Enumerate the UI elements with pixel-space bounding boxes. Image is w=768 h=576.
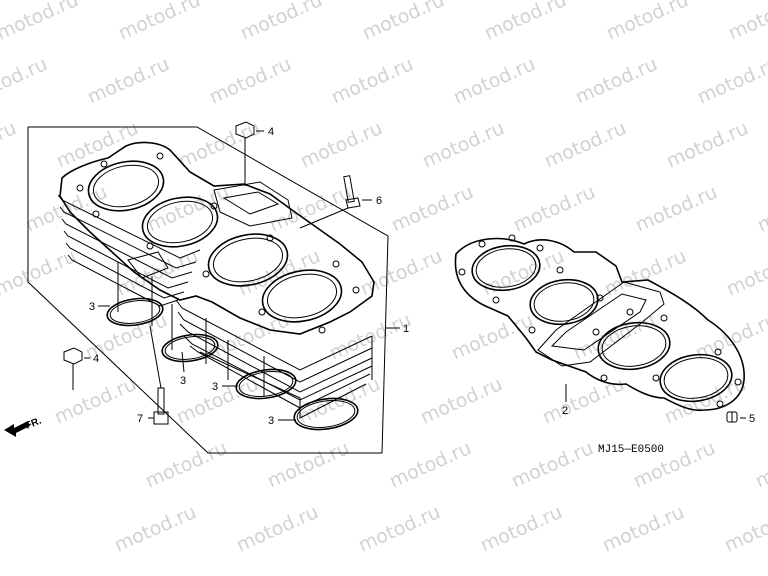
watermark-text: motod.ru — [632, 181, 721, 237]
watermark-text: motod.ru — [264, 437, 353, 493]
callout-4-b: 4 — [93, 353, 99, 365]
watermark-text: motod.ru — [111, 501, 200, 557]
callout-3-a: 3 — [89, 301, 95, 313]
watermark-text: motod.ru — [539, 373, 628, 429]
watermark-text: motod.ru — [417, 373, 506, 429]
watermark-text: motod.ru — [663, 117, 752, 173]
watermark-text: motod.ru — [481, 0, 570, 45]
callout-3-b: 3 — [180, 375, 186, 387]
watermark-text: motod.ru — [204, 309, 293, 365]
watermark-text: motod.ru — [51, 373, 140, 429]
watermark-text: motod.ru — [479, 245, 568, 301]
o-rings-drawing — [106, 297, 359, 431]
callout-leaders — [84, 130, 746, 421]
watermark-text: motod.ru — [603, 0, 692, 45]
callout-3-d: 3 — [268, 415, 274, 427]
watermark-text: motod.ru — [355, 501, 444, 557]
stud-bolt-6-drawing — [299, 175, 361, 229]
watermark-text: motod.ru — [541, 117, 630, 173]
diagram-code: MJ15—E0500 — [598, 444, 664, 456]
watermark-text: motod.ru — [477, 501, 566, 557]
watermark-text: motod.ru — [386, 437, 475, 493]
watermark-text: motod.ru — [419, 117, 508, 173]
watermark-text: motod.ru — [510, 181, 599, 237]
nut-top-drawing — [235, 121, 255, 186]
watermark-text: motod.ru — [694, 53, 768, 109]
watermark-text: motod.ru — [115, 0, 204, 45]
watermark-text: motod.ru — [752, 437, 768, 493]
watermark-text: motod.ru — [508, 437, 597, 493]
callout-4-a: 4 — [268, 126, 274, 138]
watermark-text: motod.ru — [235, 245, 324, 301]
watermark-text: motod.ru — [357, 245, 446, 301]
watermark-text: motod.ru — [388, 181, 477, 237]
watermark-text: motod.ru — [297, 117, 386, 173]
watermark-text: motod.ru — [0, 0, 82, 45]
nut-left-drawing — [63, 347, 83, 390]
watermark-text: motod.ru — [572, 53, 661, 109]
callout-1: 1 — [403, 323, 409, 335]
watermark-text: motod.ru — [450, 53, 539, 109]
stud-bolt-7-drawing — [149, 325, 169, 425]
watermark-text: motod.ru — [359, 0, 448, 45]
callout-7: 7 — [137, 413, 143, 425]
watermark-text: motod.ru — [725, 0, 768, 45]
watermark-text: motod.ru — [692, 309, 768, 365]
watermark-text: motod.ru — [206, 53, 295, 109]
callout-2: 2 — [562, 405, 568, 417]
front-arrow: FR. — [4, 415, 43, 437]
watermark-text: motod.ru — [266, 181, 355, 237]
watermark-text: motod.ru — [84, 53, 173, 109]
watermark-text: motod.ru — [601, 245, 690, 301]
watermark-text: motod.ru — [142, 437, 231, 493]
watermark-text: motod.ru — [721, 501, 768, 557]
callout-5: 5 — [749, 413, 755, 425]
watermark-text: motod.ru — [0, 245, 80, 301]
watermark-text: motod.ru — [0, 117, 20, 173]
watermark-text: motod.ru — [233, 501, 322, 557]
watermark-text: motod.ru — [661, 373, 750, 429]
front-indicator-label: FR. — [24, 415, 43, 431]
watermark-text: motod.ru — [599, 501, 688, 557]
watermark-text: motod.ru — [448, 309, 537, 365]
callout-3-c: 3 — [212, 381, 218, 393]
watermark-text: motod.ru — [723, 245, 768, 301]
watermark-text: motod.ru — [570, 309, 659, 365]
dowel-pin-drawing — [726, 411, 738, 423]
watermark-text: motod.ru — [328, 53, 417, 109]
watermark-text: motod.ru — [0, 53, 51, 109]
watermark-text: motod.ru — [754, 181, 768, 237]
watermark-text: motod.ru — [175, 117, 264, 173]
watermark-text: motod.ru — [237, 0, 326, 45]
callout-6: 6 — [376, 195, 382, 207]
head-gasket-drawing — [454, 234, 745, 412]
